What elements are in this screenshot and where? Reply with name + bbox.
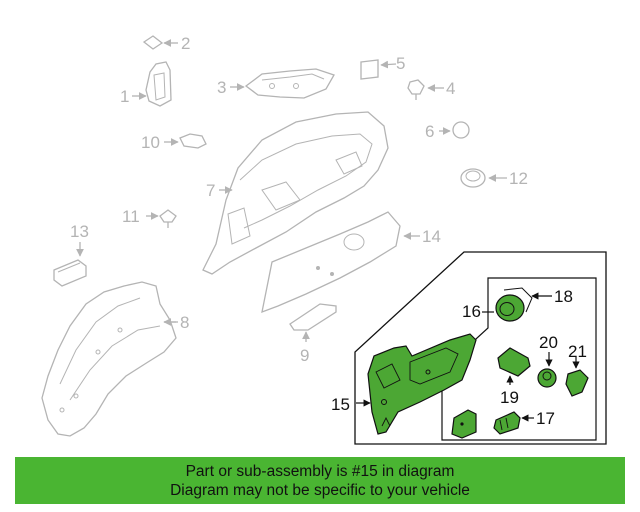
callout-13: 13 bbox=[70, 222, 89, 241]
callout-7: 7 bbox=[206, 181, 215, 200]
callout-3: 3 bbox=[217, 78, 226, 97]
part-6-cap: 6 bbox=[425, 121, 470, 141]
part-7-quarter-trim: 7 bbox=[202, 111, 389, 275]
part-13-pad: 13 bbox=[53, 222, 89, 287]
info-banner: Part or sub-assembly is #15 in diagram D… bbox=[15, 457, 625, 504]
part-17-bulb: 17 bbox=[493, 409, 555, 435]
part-5-plate: 5 bbox=[360, 54, 405, 80]
callout-8: 8 bbox=[180, 313, 189, 332]
callout-20: 20 bbox=[539, 333, 558, 352]
callout-11: 11 bbox=[122, 207, 140, 226]
callout-19: 19 bbox=[500, 388, 519, 407]
part-21-bracket: 21 bbox=[565, 342, 589, 397]
part-15-trim-panel: 15 bbox=[331, 333, 477, 435]
part-11-clip: 11 bbox=[122, 207, 177, 228]
part-10-clip: 10 bbox=[141, 133, 207, 152]
callout-17: 17 bbox=[536, 409, 555, 428]
part-1-bracket: 1 bbox=[120, 61, 172, 107]
callout-15: 15 bbox=[331, 395, 350, 414]
callout-5: 5 bbox=[396, 54, 405, 73]
part-lamp-housing bbox=[451, 409, 477, 439]
callout-2: 2 bbox=[181, 34, 190, 53]
callout-14: 14 bbox=[422, 227, 441, 246]
part-20-ring: 20 bbox=[537, 333, 558, 388]
part-12-grommet: 12 bbox=[460, 168, 528, 188]
callout-21: 21 bbox=[568, 342, 587, 361]
callout-1: 1 bbox=[120, 87, 129, 106]
part-8-inner-frame: 8 bbox=[41, 281, 189, 437]
callout-12: 12 bbox=[509, 169, 528, 188]
part-19-cap: 19 bbox=[497, 347, 531, 407]
part-14-panel: 14 bbox=[261, 211, 441, 314]
part-18-socket: 18 bbox=[495, 287, 573, 322]
part-4-bolt: 4 bbox=[407, 79, 455, 100]
callout-18: 18 bbox=[554, 287, 573, 306]
parts-diagram: 2 1 3 5 4 6 10 12 bbox=[41, 34, 607, 445]
callout-9: 9 bbox=[300, 346, 309, 365]
callout-4: 4 bbox=[446, 79, 455, 98]
part-9-bracket: 9 bbox=[289, 303, 337, 365]
callout-6: 6 bbox=[425, 122, 434, 141]
part-2-clip: 2 bbox=[142, 34, 190, 53]
callout-16: 16 bbox=[462, 302, 481, 321]
part-3-cover: 3 bbox=[217, 68, 335, 99]
banner-line-1: Part or sub-assembly is #15 in diagram bbox=[185, 462, 455, 480]
part-16-label: 16 bbox=[462, 302, 494, 321]
banner-line-2: Diagram may not be specific to your vehi… bbox=[170, 481, 470, 499]
callout-10: 10 bbox=[141, 133, 160, 152]
